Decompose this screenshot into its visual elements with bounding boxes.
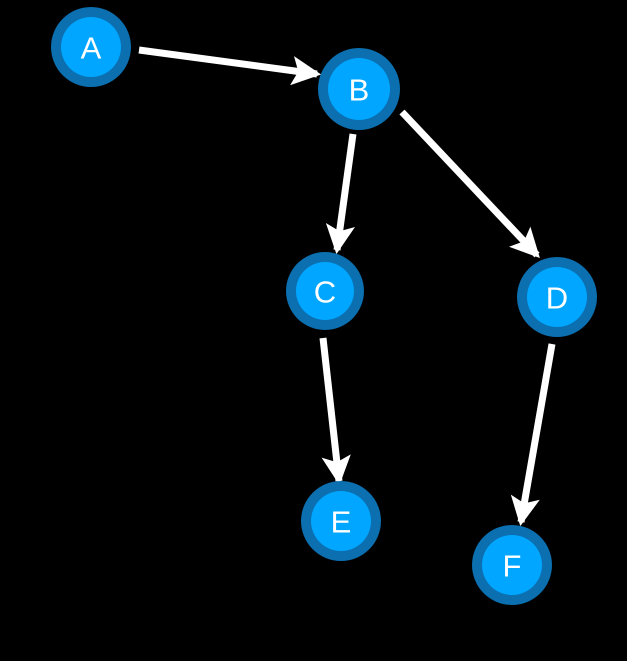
- node-fill-b: [328, 58, 390, 120]
- node-b[interactable]: B: [318, 48, 400, 130]
- node-fill-d: [527, 267, 587, 327]
- node-e[interactable]: E: [301, 481, 381, 561]
- node-a[interactable]: A: [51, 7, 131, 87]
- edge-d-to-f: [510, 343, 556, 527]
- node-fill-e: [311, 491, 371, 551]
- node-fill-a: [61, 17, 121, 77]
- edge-a-to-b: [138, 46, 322, 86]
- node-fill-c: [296, 262, 354, 320]
- node-f[interactable]: F: [472, 525, 552, 605]
- edge-b-to-d: [399, 109, 540, 259]
- node-fill-f: [482, 535, 542, 595]
- node-label-d: D: [546, 281, 568, 316]
- edge-b-to-c: [325, 133, 357, 255]
- node-label-f: F: [503, 549, 522, 584]
- edges-layer: [138, 46, 556, 527]
- node-label-b: B: [349, 73, 370, 108]
- node-c[interactable]: C: [286, 252, 364, 330]
- nodes-layer: A B C D E F: [51, 7, 597, 605]
- node-d[interactable]: D: [517, 257, 597, 337]
- node-label-e: E: [331, 505, 352, 540]
- node-label-c: C: [314, 275, 336, 310]
- edge-c-to-e: [319, 337, 351, 486]
- node-label-a: A: [81, 31, 102, 66]
